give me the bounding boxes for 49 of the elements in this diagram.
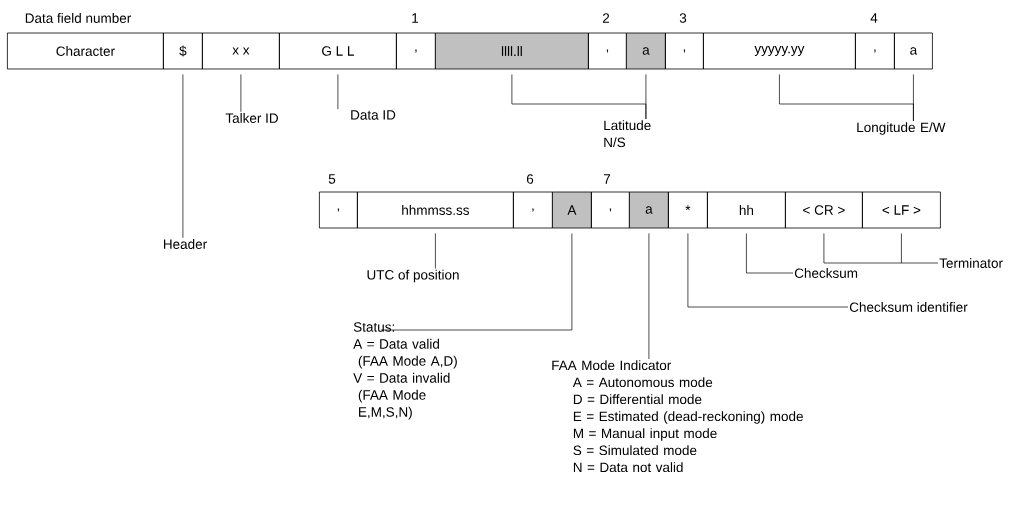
leader-line: [435, 233, 436, 269]
field-cell: ,: [319, 191, 358, 229]
field-number: 5: [328, 174, 336, 184]
callout-text: FAA Mode Indicator A = Autonomous mode D = Differential mode E = Estimated (dead-reckoning) mode M = Manual input mode S = Simulated mode N = Data not valid: [552, 360, 803, 473]
field-cell: x x: [202, 32, 280, 70]
callout-text: Checksum identifier: [849, 302, 968, 312]
field-cell: a: [626, 32, 666, 70]
field-number: 2: [602, 13, 610, 23]
field-cell: a: [894, 32, 933, 70]
leader-line: [337, 74, 339, 110]
field-number: 3: [679, 13, 687, 23]
field-cell: hhmmss.ss: [357, 191, 514, 229]
field-cell: *: [668, 191, 708, 229]
callout-text: Talker ID: [225, 113, 278, 123]
field-cell: a: [629, 191, 669, 229]
leader-line: [901, 233, 902, 264]
field-cell: $: [163, 32, 203, 70]
callout-text: Terminator: [939, 258, 1003, 268]
field-cell: hh: [707, 191, 786, 229]
callout-text: Header: [164, 239, 207, 249]
leader-line: [182, 74, 184, 239]
callout-text: Latitude N/S: [604, 120, 651, 148]
field-number: 1: [412, 13, 419, 23]
callout-text: Checksum: [794, 268, 858, 278]
field-cell: < LF >: [862, 191, 941, 229]
field-number: 6: [526, 174, 534, 184]
field-cell: llll.ll: [435, 32, 589, 70]
leader-line: [913, 74, 914, 122]
field-cell: ,: [665, 32, 704, 70]
field-cell: yyyyy.yy: [703, 32, 856, 70]
callout-text: UTC of position: [367, 269, 459, 283]
leader-line: [823, 233, 939, 264]
callout-text: Longitude E/W: [857, 122, 946, 135]
field-number: 7: [603, 174, 611, 184]
field-cell: ,: [855, 32, 895, 70]
field-cell: G L L: [279, 32, 397, 70]
callout-text: Data ID: [351, 110, 396, 120]
field-cell: A: [552, 191, 592, 229]
leader-line: [648, 233, 650, 360]
callout-text: Status: A = Data valid (FAA Mode A,D) V = Data invalid (FAA Mode E,M,S,N): [353, 322, 457, 420]
leader-line: [687, 233, 849, 308]
leader-line: [746, 233, 794, 274]
leader-line: [380, 233, 573, 331]
field-number: 4: [870, 13, 878, 23]
heading-text: Data field number: [25, 13, 131, 23]
leader-line: [240, 74, 242, 113]
leader-line: [645, 74, 647, 120]
field-cell: Character: [7, 32, 164, 70]
field-cell: < CR >: [785, 191, 863, 229]
